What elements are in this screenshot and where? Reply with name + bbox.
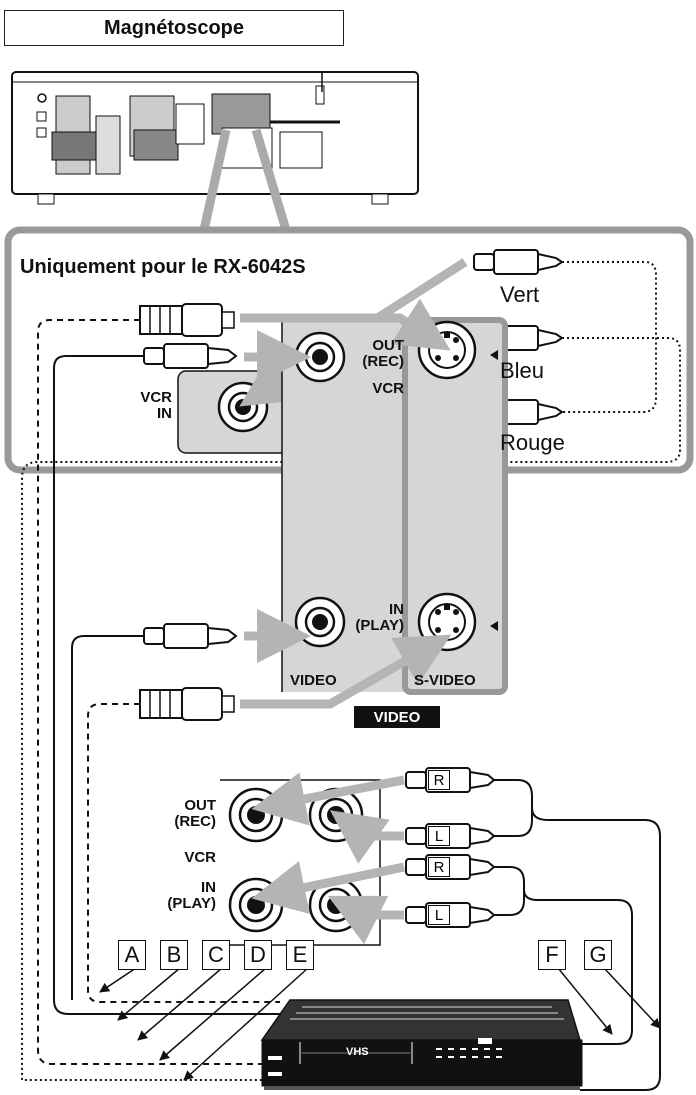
audio-jack-panel (220, 779, 381, 946)
composite-cables (53, 355, 280, 1015)
cable-letter-a: A (118, 940, 146, 970)
cable-letter-g: G (584, 940, 612, 970)
plug-label-blue: Bleu (500, 358, 545, 383)
cable-letter-e: E (286, 940, 314, 970)
cable-letter-b: B (160, 940, 188, 970)
plug-label-l-2: L (428, 905, 450, 925)
composite-plug-in (143, 623, 238, 649)
video-vcr-label: VCR (372, 380, 404, 397)
audio-plug-1 (405, 767, 496, 793)
svideo-plug-top (139, 303, 235, 337)
plug-label-red: Rouge (500, 430, 565, 455)
inset-title: Uniquement pour le RX-6042S (20, 256, 306, 278)
audio-jack-out-r (228, 787, 284, 843)
video-jack-in (294, 596, 346, 648)
audio-plug-4 (405, 902, 496, 928)
audio-plug-3 (405, 854, 496, 880)
vcr-device (260, 999, 583, 1090)
receiver-rear-panel (11, 71, 419, 205)
audio-out-label: OUT (REC) (174, 797, 216, 830)
video-in-label: IN (PLAY) (355, 601, 404, 634)
audio-vcr-label: VCR (184, 849, 216, 866)
video-jack-panel (281, 317, 508, 695)
plug-label-r-2: R (428, 857, 450, 877)
svideo-cables (37, 319, 280, 1065)
zoom-lines (199, 128, 291, 232)
plug-label-l: L (428, 826, 450, 846)
audio-jack-in-r (228, 877, 284, 933)
page-title: Magnétoscope (4, 10, 344, 46)
plug-label-green: Vert (500, 282, 540, 307)
vcr-brand-label: VHS (346, 1046, 369, 1058)
rca-plug-green (473, 249, 564, 275)
cable-letter-d: D (244, 940, 272, 970)
jack-green (217, 381, 269, 433)
video-jack-out (294, 331, 346, 383)
plug-label-r: R (428, 770, 450, 790)
letter-leaders (99, 967, 661, 1081)
composite-plug-out (143, 343, 238, 369)
component-cables (21, 261, 681, 1081)
audio-plug-2 (405, 823, 496, 849)
svideo-column-label: S-VIDEO (414, 672, 476, 689)
vcr-in-label: VCR IN (140, 389, 172, 422)
video-arrows (240, 298, 452, 709)
video-column-label: VIDEO (290, 672, 337, 689)
cable-letter-f: F (538, 940, 566, 970)
svideo-jack-in (417, 592, 477, 652)
cable-letter-c: C (202, 940, 230, 970)
video-out-label: OUT (REC) (362, 337, 404, 370)
audio-arrows (251, 772, 405, 945)
svideo-plug-bottom (139, 687, 235, 721)
audio-cables (494, 779, 661, 1091)
audio-in-label: IN (PLAY) (167, 879, 216, 912)
video-section-badge: VIDEO (354, 706, 440, 728)
